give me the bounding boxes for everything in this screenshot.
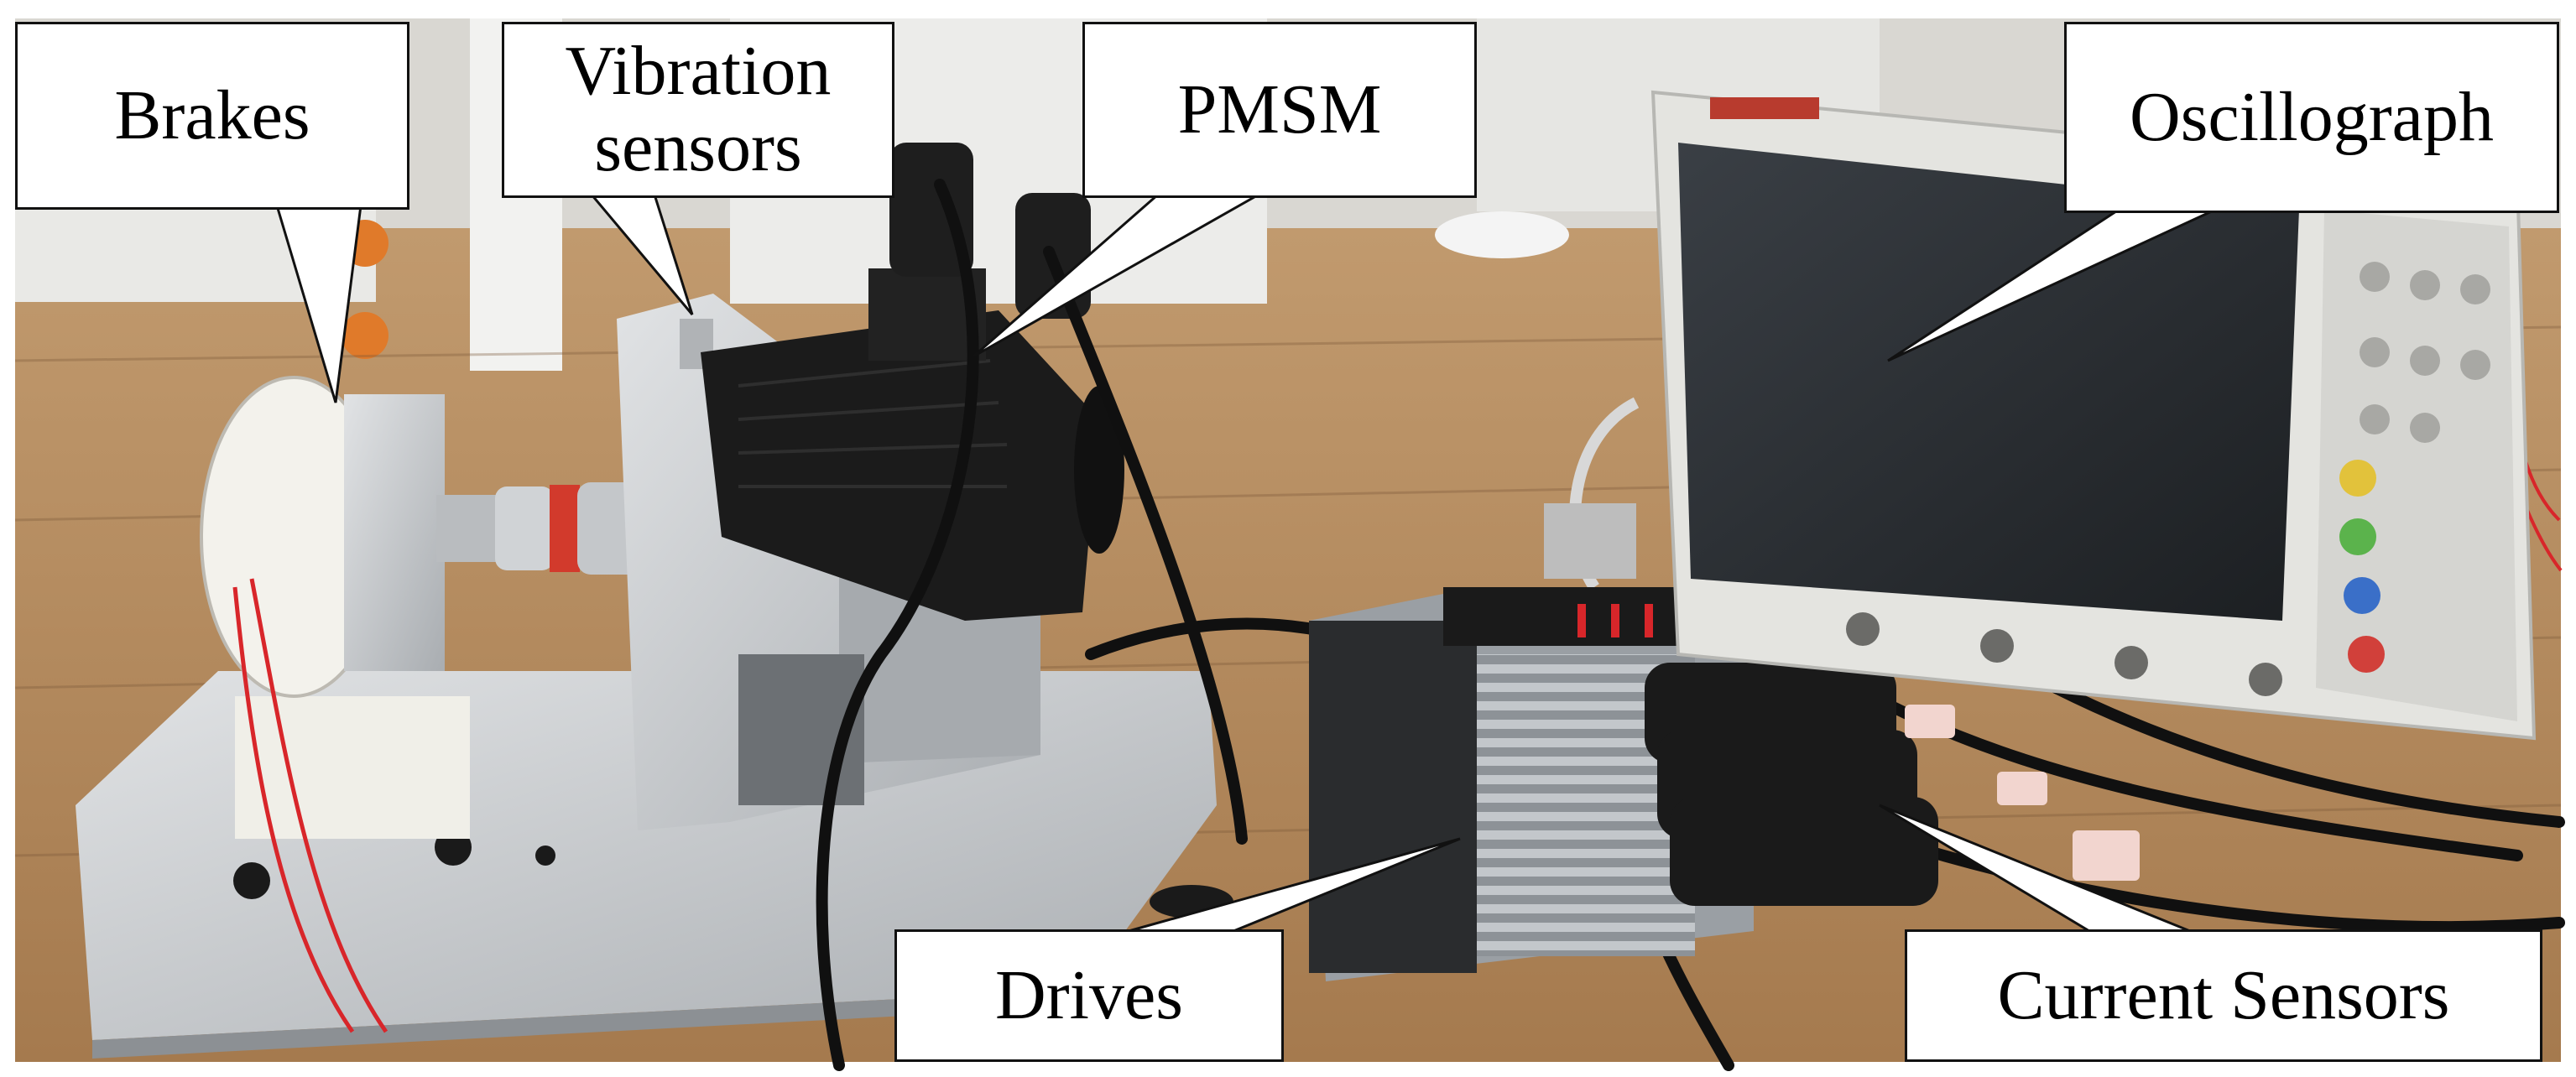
label-current-sensors: Current Sensors [1905, 929, 2542, 1062]
label-vibration-sensors-text: Vibration sensors [565, 32, 832, 186]
drive-terminal-wires [1577, 604, 1653, 637]
callout-pointers [274, 193, 2216, 933]
label-vibration-sensors: Vibration sensors [502, 22, 894, 198]
white-gloves [1435, 211, 1569, 258]
brake-shaft [436, 495, 503, 562]
sensor-tags [1905, 705, 2140, 881]
motor-power-connector [889, 143, 973, 277]
label-pmsm-text: PMSM [1177, 70, 1382, 148]
red-brake-wires [232, 578, 388, 1033]
label-brakes: Brakes [15, 22, 409, 210]
drive-front-panel [1309, 621, 1477, 973]
oscilloscope-screen [1678, 143, 2299, 621]
oscilloscope-brand-badge [1710, 97, 1819, 119]
channel-knobs [2339, 460, 2385, 673]
oscilloscope-input-ports [1846, 612, 2282, 696]
label-brakes-text: Brakes [114, 75, 310, 154]
current-sensor-clamps [1645, 663, 1938, 906]
label-current-sensors-text: Current Sensors [1997, 955, 2450, 1034]
pmsm-motor-body [701, 310, 1099, 621]
serial-connector [1544, 503, 1636, 579]
motor-end-cap [1074, 386, 1124, 554]
orange-caster-wheel [342, 312, 388, 359]
label-drives-text: Drives [995, 955, 1183, 1034]
coupling-hub-left [495, 486, 554, 570]
label-oscillograph-text: Oscillograph [2130, 77, 2494, 156]
brake-flange [344, 394, 445, 671]
red-coupling-spider [550, 485, 580, 572]
label-oscillograph: Oscillograph [2064, 22, 2559, 213]
label-pmsm: PMSM [1082, 22, 1477, 198]
brake-support-bracket [235, 696, 470, 839]
control-buttons [2360, 262, 2490, 443]
label-drives: Drives [894, 929, 1284, 1062]
